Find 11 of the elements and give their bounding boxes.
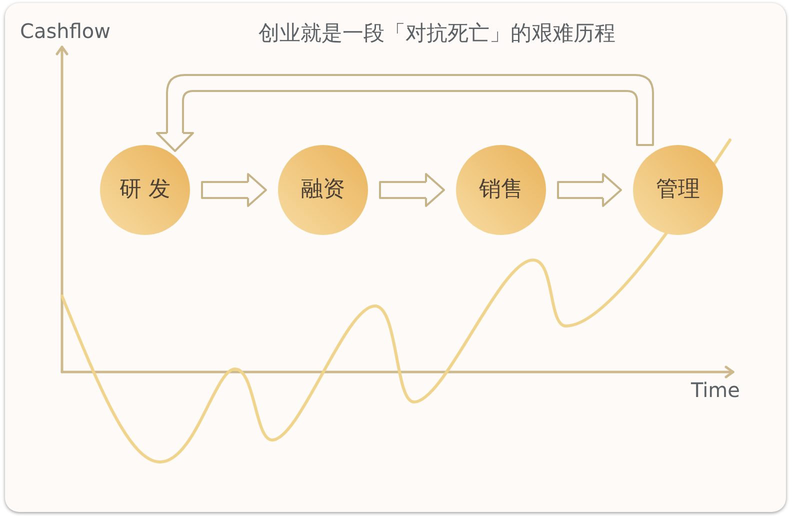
axis-label: Cashflow: [20, 19, 111, 43]
block-arrow: [379, 173, 445, 207]
stage-label: 销售: [479, 177, 523, 203]
axis-label: Time: [691, 378, 740, 402]
block-arrow: [201, 173, 267, 207]
diagram-title: 创业就是一段「对抗死亡」的艰难历程: [258, 21, 616, 45]
block-arrow: [557, 173, 622, 207]
stage-label: 管理: [656, 177, 700, 203]
stage-label: 研 发: [120, 177, 170, 203]
block-arrow: [156, 74, 654, 152]
stage-label: 融资: [301, 177, 345, 203]
